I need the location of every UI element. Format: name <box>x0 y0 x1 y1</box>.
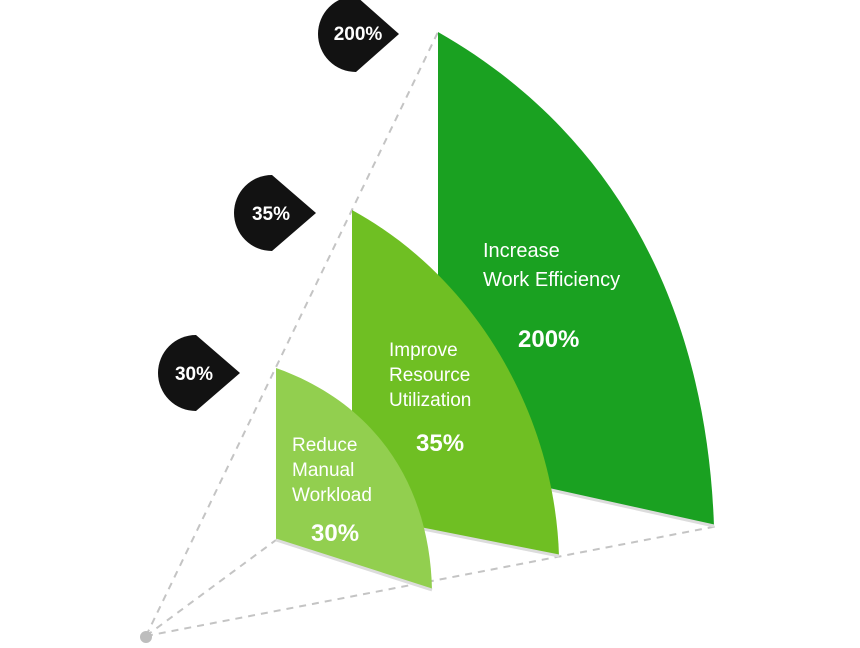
badge-35-text: 35% <box>252 204 290 225</box>
guide-line-bottom <box>145 525 719 637</box>
segment-medium-label-line-2: Resource <box>389 365 470 386</box>
segment-medium-label: Improve Resource Utilization <box>389 340 476 411</box>
segment-medium-label-line-1: Improve <box>389 340 458 361</box>
badge-200-text: 200% <box>334 24 383 45</box>
badge-30-shape <box>158 335 240 411</box>
segment-small-label-line-2: Manual <box>292 460 354 481</box>
segment-small-label-line-1: Reduce <box>292 435 358 456</box>
segment-large-value: 200% <box>518 326 579 353</box>
guide-lines <box>145 31 719 637</box>
badge-35-shape <box>234 175 316 251</box>
badge-200-shape <box>318 0 399 72</box>
segment-medium-value: 35% <box>416 430 464 457</box>
guide-line-small-bottom <box>145 539 277 637</box>
segment-small-label-line-3: Workload <box>292 485 372 506</box>
badge-35: 35% <box>234 175 316 251</box>
segment-medium-shape <box>352 210 559 556</box>
badge-200: 200% <box>318 0 399 72</box>
badge-30: 30% <box>158 335 240 411</box>
origin-dot <box>140 631 152 643</box>
segment-small-value: 30% <box>311 520 359 547</box>
segment-large-label: Increase Work Efficiency <box>483 240 620 291</box>
segment-small-edge <box>275 538 433 592</box>
segment-large-label-line-2: Work Efficiency <box>483 269 620 291</box>
badge-30-text: 30% <box>175 364 213 385</box>
segment-medium-label-line-3: Utilization <box>389 390 471 411</box>
guide-line-top <box>145 31 439 637</box>
segment-small-shape <box>276 368 432 590</box>
segment-small-label: Reduce Manual Workload <box>292 435 372 506</box>
segment-reduce-manual-workload: Reduce Manual Workload 30% <box>275 368 433 592</box>
segment-large-label-line-1: Increase <box>483 240 560 262</box>
